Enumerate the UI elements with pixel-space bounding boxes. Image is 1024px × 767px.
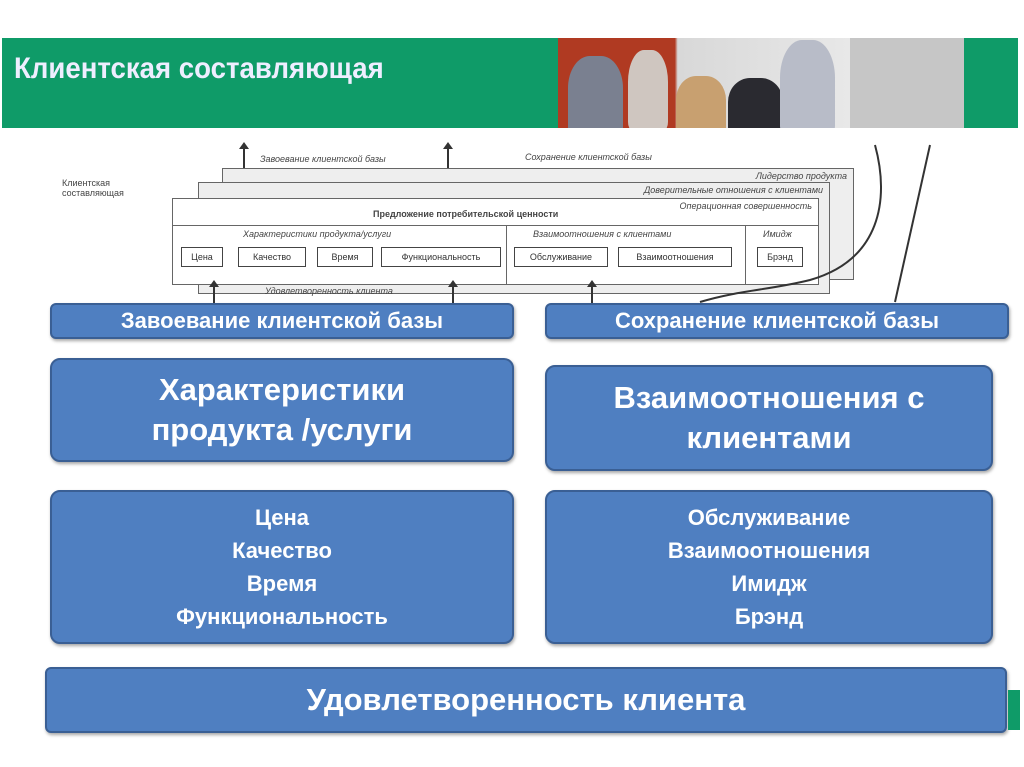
list-item: Функциональность <box>176 604 388 629</box>
list-item: Имидж <box>731 571 807 596</box>
heading-line: Характеристики <box>158 372 406 407</box>
band-acquisition: Завоевание клиентской базы <box>50 303 514 339</box>
cell: Взаимоотношения <box>618 247 732 267</box>
decor-green-strip <box>1008 690 1020 730</box>
side-label: Клиентская составляющая <box>62 178 124 198</box>
group-label: Имидж <box>763 229 792 239</box>
layer-main: Операционная совершенность Предложение п… <box>172 198 819 285</box>
arrow-icon <box>239 142 249 168</box>
top-left-label: Завоевание клиентской базы <box>260 154 386 164</box>
layer-label: Лидерство продукта <box>755 171 847 181</box>
product-characteristics-box: Характеристики продукта /услуги <box>50 358 514 462</box>
arrow-icon <box>448 280 458 304</box>
band-retention: Сохранение клиентской базы <box>545 303 1009 339</box>
heading-line: продукта /услуги <box>151 412 413 447</box>
group-label: Взаимоотношения с клиентами <box>533 229 672 239</box>
list-item: Качество <box>232 538 332 563</box>
cell: Функциональность <box>381 247 501 267</box>
product-items-box: Цена Качество Время Функциональность <box>50 490 514 644</box>
layer-label: Операционная совершенность <box>679 201 812 211</box>
list-item: Обслуживание <box>687 505 851 530</box>
arrow-icon <box>209 280 219 304</box>
cell: Качество <box>238 247 306 267</box>
cell: Цена <box>181 247 223 267</box>
arrow-icon <box>587 280 597 304</box>
list-item: Цена <box>254 505 310 530</box>
source-diagram: Клиентская составляющая Завоевание клиен… <box>60 140 950 305</box>
customer-satisfaction-box: Удовлетворенность клиента <box>45 667 1007 733</box>
top-right-label: Сохранение клиентской базы <box>525 152 652 162</box>
relations-items-box: Обслуживание Взаимоотношения Имидж Брэнд <box>545 490 993 644</box>
cell: Обслуживание <box>514 247 608 267</box>
decor-block <box>850 38 964 128</box>
group-label: Характеристики продукта/услуги <box>243 229 392 239</box>
list-item: Брэнд <box>734 604 804 629</box>
layer-label: Доверительные отношения с клиентами <box>643 185 823 195</box>
arrow-icon <box>443 142 453 168</box>
team-photo <box>558 38 850 128</box>
cell: Брэнд <box>757 247 803 267</box>
cell: Время <box>317 247 373 267</box>
customer-relations-box: Взаимоотношения с клиентами <box>545 365 993 471</box>
curve-lines <box>699 144 931 303</box>
bottom-label: Удовлетворенность клиента <box>265 286 393 296</box>
heading-line: клиентами <box>686 420 852 455</box>
heading-line: Взаимоотношения с <box>613 380 925 415</box>
list-item: Время <box>246 571 318 596</box>
main-title: Предложение потребительской ценности <box>373 209 559 219</box>
list-item: Взаимоотношения <box>667 538 871 563</box>
header-banner: Клиентская составляющая <box>2 38 1018 128</box>
slide-title: Клиентская составляющая <box>14 52 384 85</box>
